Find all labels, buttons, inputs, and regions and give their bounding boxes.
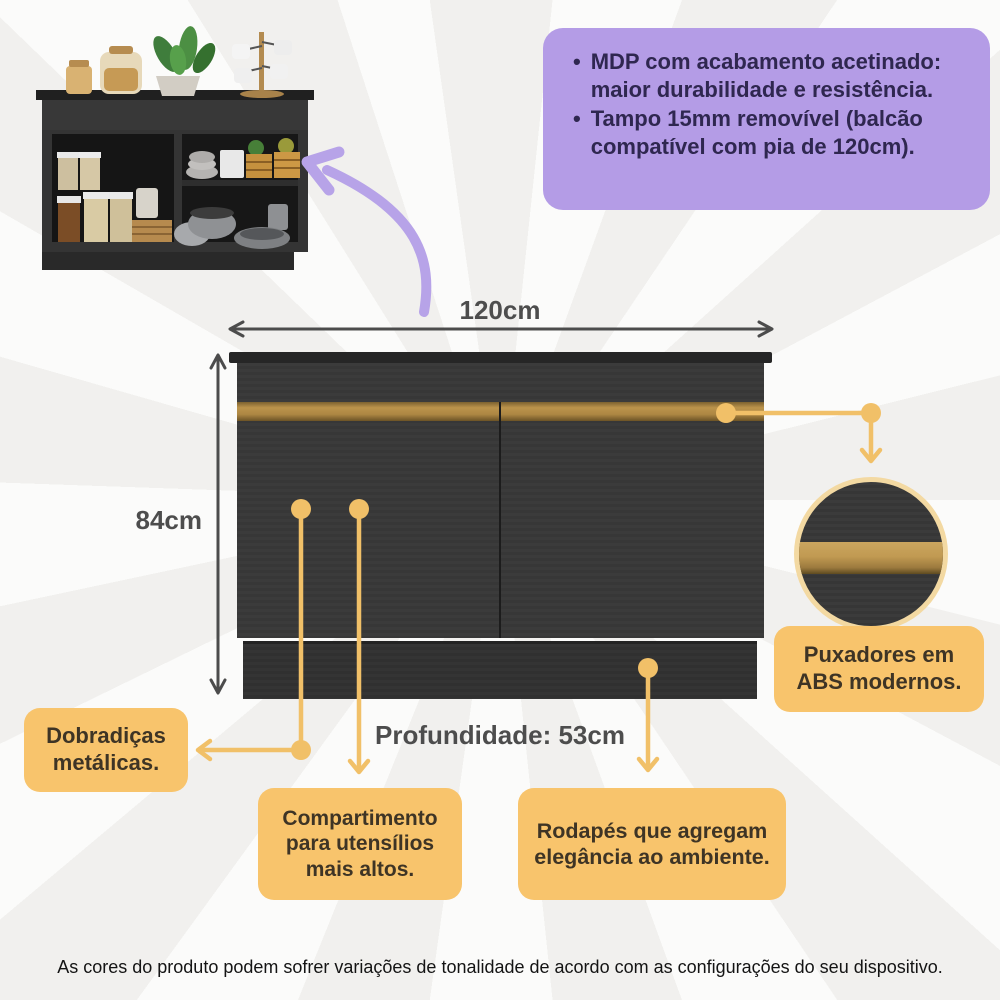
feature-text: Tampo 15mm removível (balcão compatível … xyxy=(590,106,923,160)
cabinet-body xyxy=(237,363,764,638)
cabinet-top xyxy=(229,352,772,363)
photo-cabinet xyxy=(36,90,314,270)
handle-zoom-circle xyxy=(794,477,948,631)
photo-jars xyxy=(66,46,142,94)
callout-handles: Puxadores em ABS modernos. xyxy=(774,626,984,712)
features-box: • MDP com acabamento acetinado: maior du… xyxy=(543,28,990,210)
product-photo xyxy=(36,26,314,270)
height-dimension-label: 84cm xyxy=(135,505,203,535)
color-disclaimer: As cores do produto podem sofrer variaçõ… xyxy=(57,957,943,977)
bullet-icon: • xyxy=(573,49,581,74)
feature-text: MDP com acabamento acetinado: maior dura… xyxy=(590,49,942,102)
callout-baseboard: Rodapés que agregam elegância ao ambient… xyxy=(518,788,786,900)
depth-dimension-label: Profundidade: 53cm xyxy=(375,720,625,750)
cabinet-baseboard xyxy=(243,641,757,699)
feature-item: • MDP com acabamento acetinado: maior du… xyxy=(573,48,972,103)
photo-mug-tree xyxy=(232,32,292,98)
feature-item: • Tampo 15mm removível (balcão compatíve… xyxy=(573,105,972,160)
photo-containers xyxy=(57,152,172,242)
bullet-icon: • xyxy=(573,106,581,132)
width-dimension-arrow xyxy=(228,320,774,338)
features-list: • MDP com acabamento acetinado: maior du… xyxy=(573,48,972,161)
callout-compartment: Compartimento para utensílios mais altos… xyxy=(258,788,462,900)
photo-pots xyxy=(174,204,290,249)
cabinet-door-divider xyxy=(499,402,501,638)
photo-plant xyxy=(153,26,216,96)
photo-baskets-bowls xyxy=(186,138,300,179)
width-dimension-label: 120cm xyxy=(459,295,541,325)
height-dimension-arrow xyxy=(209,353,227,695)
callout-hinges: Dobradiças metálicas. xyxy=(24,708,188,792)
handle-gold-band xyxy=(799,542,943,574)
purple-curved-arrow-icon xyxy=(301,146,432,317)
